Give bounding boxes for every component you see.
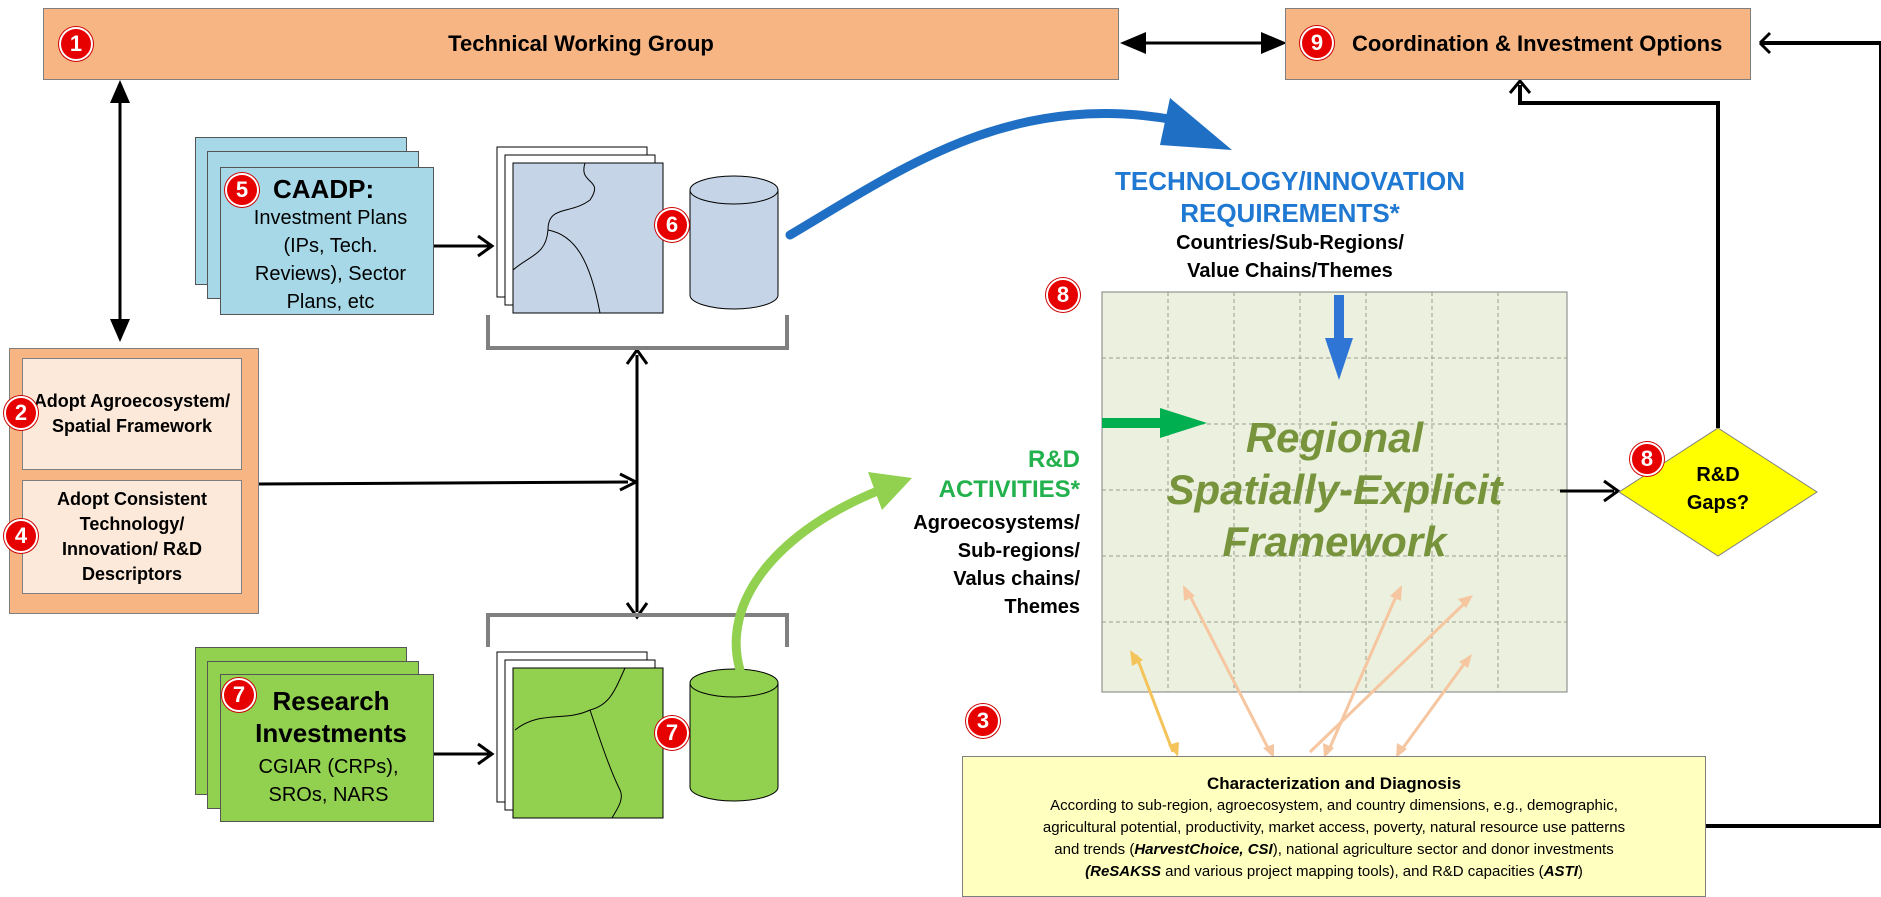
tech-req-title-1: TECHNOLOGY/INNOVATION <box>1114 166 1466 196</box>
char-line4-c: ASTI <box>1543 863 1578 880</box>
adopt-descriptors-label: Adopt Consistent Technology/ Innovation/… <box>57 489 207 584</box>
badge-8b: 8 <box>1630 442 1664 476</box>
badge-1: 1 <box>59 27 93 61</box>
badge-3: 3 <box>966 704 1000 738</box>
badge-7b: 7 <box>655 716 689 750</box>
badge-2: 2 <box>4 396 38 430</box>
twg-coord-arrow <box>1120 32 1287 54</box>
rd-sub-2: Sub-regions/ <box>957 540 1080 562</box>
adopt-framework-label: Adopt Agroecosystem/ Spatial Framework <box>33 391 231 436</box>
rd-title-2: ACTIVITIES* <box>938 476 1080 503</box>
caadp-map-arrow <box>432 234 495 258</box>
caadp-title: CAADP: <box>273 174 375 204</box>
char-line4-a: (ReSAKSS <box>1085 863 1161 880</box>
twg-label: Technical Working Group <box>448 31 714 56</box>
gaps-coord-arrow <box>1508 78 1720 428</box>
characterization-line-2: agricultural potential, productivity, ma… <box>1042 819 1626 836</box>
gaps-line-2: Gaps? <box>1686 492 1750 514</box>
blue-curve-arrow <box>785 98 1232 240</box>
tech-req-title-2: REQUIREMENTS* <box>1180 198 1400 228</box>
tech-req-sub-2: Value Chains/Themes <box>1187 260 1393 282</box>
lower-database-icon <box>689 668 779 802</box>
char-line4-d: ) <box>1577 863 1583 880</box>
rd-sub-1: Agroecosystems/ <box>913 512 1080 534</box>
upper-database-icon <box>689 175 779 310</box>
rd-sub-3: Valus chains/ <box>953 568 1080 590</box>
rd-sub-4: Themes <box>1004 596 1080 618</box>
characterization-line-1: According to sub-region, agroecosystem, … <box>1050 797 1618 814</box>
framework-line-1: Regional <box>1245 414 1424 461</box>
twg-adopt-arrow <box>110 80 130 342</box>
badge-8a: 8 <box>1046 278 1080 312</box>
framework-line-3: Framework <box>1222 518 1447 565</box>
char-line3-b: HarvestChoice, CSI <box>1134 841 1273 858</box>
green-right-arrow <box>1102 408 1207 438</box>
badge-6: 6 <box>655 208 689 242</box>
characterization-links <box>1130 585 1473 758</box>
char-line4-b: and various project mapping tools), and … <box>1160 863 1544 880</box>
adopt-descriptors-box: Adopt Consistent Technology/ Innovation/… <box>22 480 242 594</box>
badge-4: 4 <box>4 519 38 553</box>
badge-7a: 7 <box>222 678 256 712</box>
characterization-title: Characterization and Diagnosis <box>1206 774 1462 793</box>
tech-req-sub-1: Countries/Sub-Regions/ <box>1176 232 1404 254</box>
research-title: Research Investments <box>255 686 407 748</box>
characterization-line-4: (ReSAKSS and various project mapping too… <box>963 861 1705 883</box>
characterization-line-3: and trends (HarvestChoice, CSI), nationa… <box>963 839 1705 861</box>
rd-title-1: R&D <box>1028 446 1080 473</box>
characterization-box: Characterization and Diagnosis According… <box>962 756 1706 897</box>
adopt-center-arrow <box>257 472 637 492</box>
technical-working-group-box: Technical Working Group <box>43 8 1119 80</box>
char-line3-a: and trends ( <box>1054 841 1135 858</box>
research-map-arrow <box>432 742 495 766</box>
coord-label: Coordination & Investment Options <box>1352 31 1723 56</box>
research-card: Research Investments CGIAR (CRPs), SROs,… <box>220 674 434 822</box>
research-body: CGIAR (CRPs), SROs, NARS <box>258 756 399 806</box>
upper-bracket <box>486 315 789 350</box>
caadp-body: Investment Plans (IPs, Tech. Reviews), S… <box>253 207 408 313</box>
adopt-framework-box: Adopt Agroecosystem/ Spatial Framework <box>22 358 242 470</box>
framework-line-2: Spatially-Explicit <box>1166 466 1503 513</box>
upper-map-stack <box>496 146 664 314</box>
framework-gaps-arrow <box>1560 479 1621 503</box>
green-curve-arrow <box>731 472 912 675</box>
char-coord-arrow <box>1706 31 1881 828</box>
char-line3-c: ), national agriculture sector and donor… <box>1272 841 1614 858</box>
caadp-card: CAADP: Investment Plans (IPs, Tech. Revi… <box>220 167 434 315</box>
coordination-box: Coordination & Investment Options <box>1285 8 1751 80</box>
badge-5: 5 <box>225 173 259 207</box>
badge-9: 9 <box>1300 26 1334 60</box>
gaps-line-1: R&D <box>1696 464 1740 486</box>
lower-bracket <box>486 613 789 647</box>
blue-down-arrow <box>1325 295 1353 380</box>
lower-map-stack <box>496 651 664 819</box>
